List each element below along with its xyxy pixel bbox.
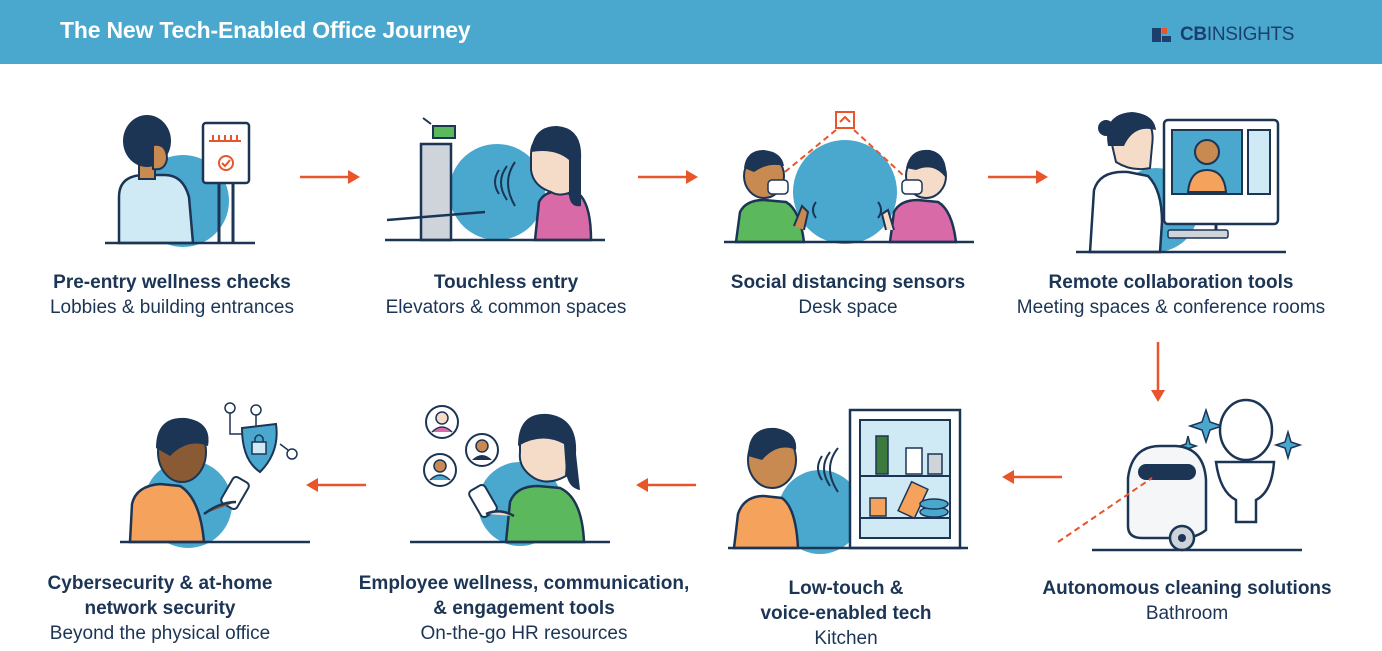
step-title-line-2: voice-enabled tech [676, 601, 1016, 626]
step-caption: Low-touch & voice-enabled tech Kitchen [676, 576, 1016, 651]
step-subtitle: Desk space [678, 295, 1018, 320]
security-shield-icon [120, 398, 310, 548]
page-title: The New Tech-Enabled Office Journey [60, 17, 471, 44]
step-subtitle: Elevators & common spaces [336, 295, 676, 320]
step-subtitle: Kitchen [676, 626, 1016, 651]
arrow-down-icon [1149, 342, 1167, 404]
step-subtitle: On-the-go HR resources [354, 621, 694, 646]
touchless-entry-icon [385, 112, 605, 244]
step-title: Social distancing sensors [678, 270, 1018, 295]
step-caption: Social distancing sensors Desk space [678, 270, 1018, 320]
step-subtitle: Lobbies & building entrances [2, 295, 342, 320]
step-subtitle: Beyond the physical office [0, 621, 330, 646]
step-caption: Pre-entry wellness checks Lobbies & buil… [2, 270, 342, 320]
step-title: Touchless entry [336, 270, 676, 295]
step-title-line-1: Cybersecurity & at-home [0, 571, 330, 596]
arrow-right-icon [638, 168, 700, 186]
header-banner: The New Tech-Enabled Office Journey CBIN… [0, 0, 1382, 64]
step-title: Remote collaboration tools [1001, 270, 1341, 295]
wellness-check-icon [105, 105, 265, 255]
step-caption: Remote collaboration tools Meeting space… [1001, 270, 1341, 320]
arrow-right-icon [988, 168, 1050, 186]
step-title-line-2: network security [0, 596, 330, 621]
arrow-right-icon [300, 168, 362, 186]
step-caption: Touchless entry Elevators & common space… [336, 270, 676, 320]
step-subtitle: Bathroom [1017, 601, 1357, 626]
step-subtitle: Meeting spaces & conference rooms [1001, 295, 1341, 320]
cb-logo-icon [1152, 26, 1174, 44]
step-title: Pre-entry wellness checks [2, 270, 342, 295]
brand-logo: CBINSIGHTS [1152, 24, 1294, 46]
cleaning-robot-icon [1056, 396, 1306, 556]
step-title-line-1: Employee wellness, communication, [354, 571, 694, 596]
step-title-line-2: & engagement tools [354, 596, 694, 621]
step-title: Autonomous cleaning solutions [1017, 576, 1357, 601]
step-caption: Cybersecurity & at-home network security… [0, 571, 330, 646]
step-title-line-1: Low-touch & [676, 576, 1016, 601]
distancing-sensor-icon [724, 106, 974, 246]
step-caption: Employee wellness, communication, & enga… [354, 571, 694, 646]
hr-app-icon [410, 398, 610, 548]
arrow-left-icon [1000, 468, 1062, 486]
arrow-left-icon [634, 476, 696, 494]
arrow-left-icon [304, 476, 366, 494]
step-caption: Autonomous cleaning solutions Bathroom [1017, 576, 1357, 626]
voice-fridge-icon [728, 404, 968, 554]
video-call-icon [1076, 106, 1286, 256]
brand-name: CBINSIGHTS [1180, 24, 1294, 46]
